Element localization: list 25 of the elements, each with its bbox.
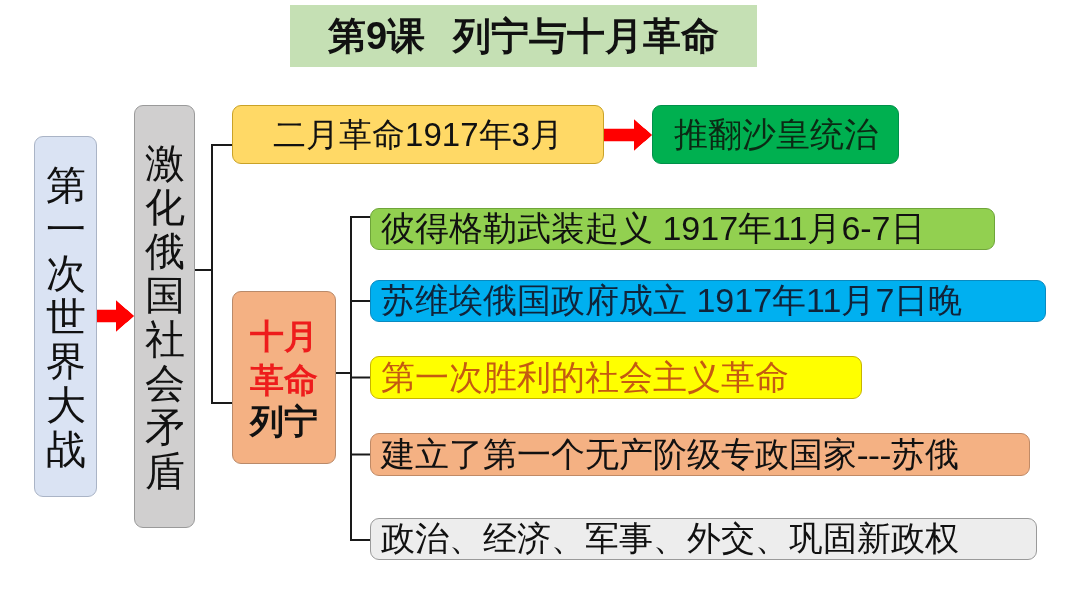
title-banner: 第9课 列宁与十月革命 (290, 5, 757, 67)
node-text: 彼得格勒武装起义 1917年11月6-7日 (381, 209, 925, 249)
node-text: 建立了第一个无产阶级专政国家---苏俄 (381, 434, 959, 475)
node-text: 推翻沙皇统治 (673, 114, 878, 155)
fact-card (370, 433, 1030, 476)
node-text: 第一次胜利的社会主义革命 (381, 357, 789, 398)
cause-card (134, 105, 195, 528)
block-arrow (97, 300, 134, 332)
vertical-label: 激化俄国社会矛盾 (144, 140, 185, 493)
topic-card (34, 136, 97, 497)
block-arrow (604, 119, 652, 151)
fact-card (370, 280, 1046, 322)
event-card (232, 291, 336, 464)
fact-card (370, 356, 862, 399)
event-card (232, 105, 604, 164)
node-text: 苏维埃俄国政府成立 1917年11月7日晚 (381, 281, 963, 321)
node-text: 二月革命1917年3月 (273, 115, 563, 154)
bracket-connector (335, 372, 371, 541)
node-text: 政治、经济、军事、外交、巩固新政权 (381, 519, 959, 559)
fact-card (370, 208, 995, 250)
result-card (652, 105, 899, 164)
node-text: 十月革命 (250, 315, 318, 401)
node-text: 列宁 (250, 402, 318, 442)
fact-card (370, 518, 1037, 560)
vertical-label: 第一次世界大战 (45, 162, 86, 471)
